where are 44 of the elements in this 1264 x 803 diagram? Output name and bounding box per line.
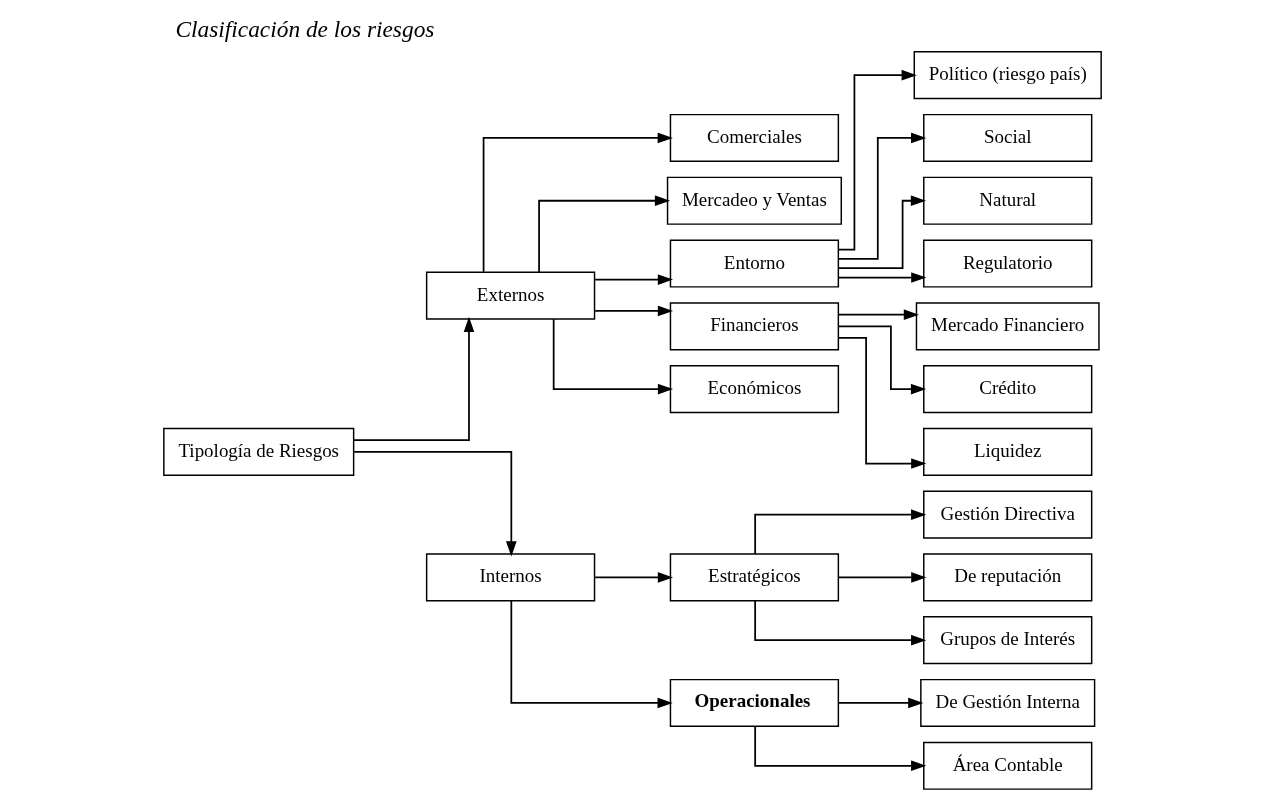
node-box: Entorno: [669, 239, 839, 288]
arrow: [837, 309, 919, 320]
arrow: [753, 599, 926, 646]
node-box: Operacionales: [669, 678, 839, 728]
node-box: Social: [922, 113, 1092, 163]
arrow: [837, 337, 926, 469]
node-box: Liquidez: [922, 427, 1092, 476]
arrow: [837, 697, 923, 709]
arrow: [352, 316, 474, 442]
node-box: Internos: [425, 553, 595, 602]
arrow: [593, 274, 673, 285]
arrow: [837, 325, 926, 395]
node-box: Crédito: [922, 365, 1092, 414]
node-box: Estratégicos: [669, 553, 839, 602]
node-box: Financieros: [669, 302, 839, 351]
arrow: [352, 451, 517, 557]
node-box: De Gestión Interna: [919, 678, 1095, 728]
node-box: Natural: [922, 176, 1092, 225]
node-box: Económicos: [669, 365, 839, 414]
node-box: De reputación: [922, 553, 1092, 602]
node-box: Área Contable: [922, 741, 1092, 790]
arrow: [593, 305, 673, 317]
arrow: [837, 272, 926, 283]
arrow: [552, 318, 673, 395]
arrow: [837, 69, 917, 251]
node-box: Grupos de Interés: [922, 616, 1092, 665]
arrow: [482, 132, 673, 273]
arrow: [837, 195, 926, 270]
diagram-title: Clasificación de los riesgos: [175, 15, 434, 42]
node-box: Mercado Financiero: [915, 302, 1100, 351]
arrow: [509, 600, 673, 709]
node-box: Tipología de Riesgos: [162, 427, 354, 476]
node-box: Regulatorio: [922, 239, 1092, 288]
arrow: [753, 509, 926, 555]
node-box: Comerciales: [669, 113, 839, 163]
arrow: [837, 132, 926, 260]
arrow: [753, 725, 926, 772]
node-box: Mercadeo y Ventas: [666, 176, 842, 225]
node-box: Político (riesgo país): [913, 51, 1102, 100]
arrow: [593, 572, 673, 583]
arrow: [837, 572, 926, 583]
arrow: [537, 195, 670, 274]
node-box: Gestión Directiva: [922, 490, 1092, 539]
node-box: Externos: [425, 271, 595, 320]
